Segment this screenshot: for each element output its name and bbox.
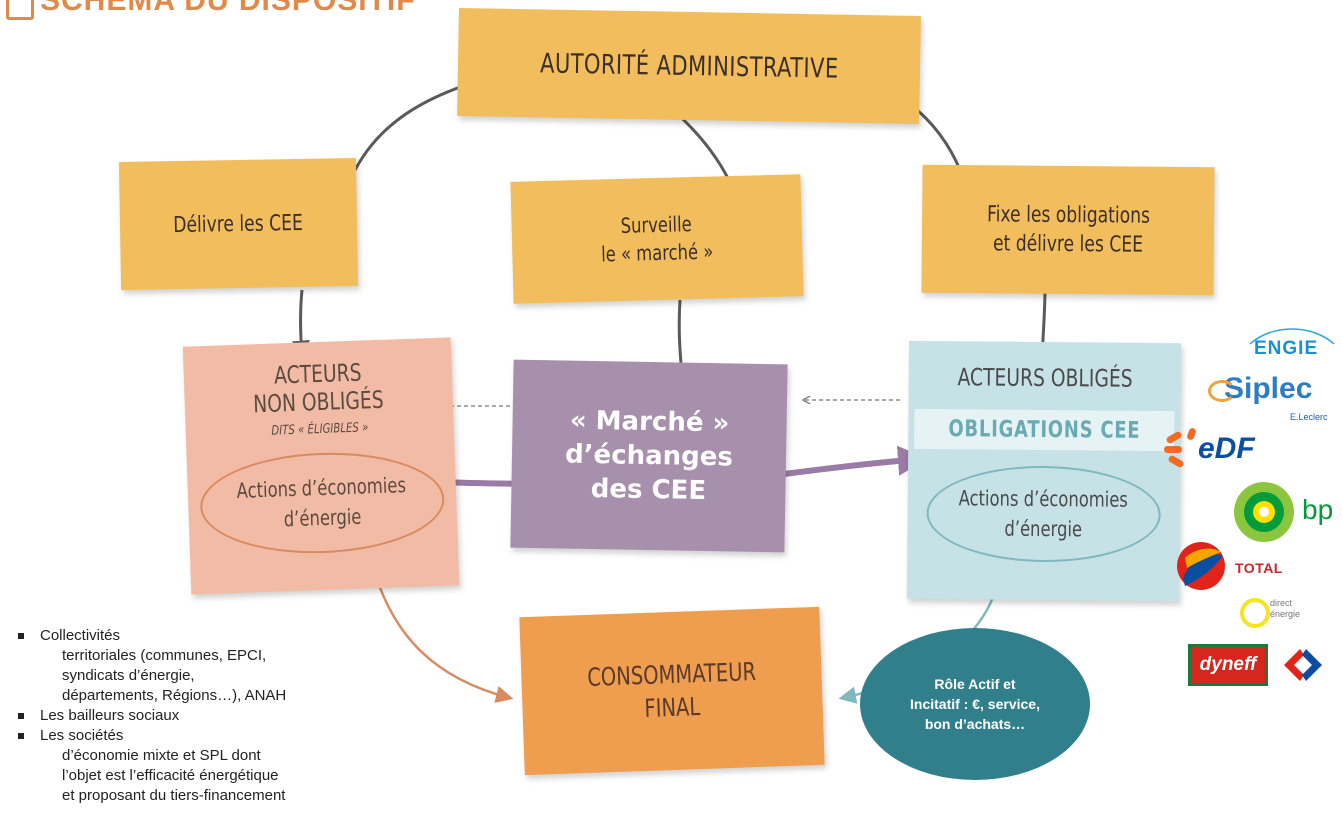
obligations-cee-band: OBLIGATIONS CEE — [914, 408, 1175, 452]
node-surveille-marche: Surveille le « marché » — [510, 174, 804, 304]
siplec-swirl-icon — [1208, 380, 1236, 402]
obliges-title: ACTEURS OBLIGÉS — [957, 363, 1133, 393]
actions-left-line2: d’énergie — [283, 504, 363, 532]
siplec-text: Siplec — [1224, 372, 1313, 405]
role-actif-bubble: Rôle Actif et Incitatif : €, service, bo… — [860, 628, 1090, 780]
non-obliges-line3: DITS « ÉLIGIBLES » — [271, 420, 369, 439]
node-acteurs-non-obliges: ACTEURS NON OBLIGÉS DITS « ÉLIGIBLES » A… — [182, 337, 460, 595]
node-marche-echanges: « Marché » d’échanges des CEE — [510, 359, 788, 553]
engie-swoosh-icon — [1249, 328, 1335, 345]
direct-energie-line2: énergie — [1270, 609, 1301, 619]
fixe-line2: et délivre les CEE — [992, 231, 1143, 258]
marche-line2: d’échanges — [564, 439, 734, 473]
surveille-line1: Surveille — [620, 212, 693, 238]
non-obliges-line2: NON OBLIGÉS — [253, 385, 385, 419]
node-acteurs-obliges: ACTEURS OBLIGÉS OBLIGATIONS CEE Actions … — [906, 340, 1182, 602]
carrefour-icon — [1284, 649, 1322, 681]
dyneff-text: dyneff — [1199, 654, 1257, 675]
edf-text: eDF — [1198, 432, 1255, 465]
actions-right-line2: d’énergie — [1004, 516, 1083, 542]
list-item-detail: d’économie mixte et SPL dont — [62, 747, 261, 764]
role-line1: Rôle Actif et — [934, 676, 1016, 692]
role-line3: bon d’achats… — [924, 716, 1026, 732]
eligible-actors-list: Collectivités territoriales (communes, E… — [18, 626, 286, 806]
list-item-detail: territoriales (communes, EPCI, — [62, 647, 267, 664]
edf-sun-icon — [1164, 427, 1204, 474]
surveille-line2: le « marché » — [601, 239, 714, 267]
list-item-title: Collectivités — [40, 627, 121, 644]
consommateur-line1: CONSOMMATEUR — [586, 657, 757, 692]
non-obliges-line1: ACTEURS — [273, 358, 362, 390]
fixe-line1: Fixe les obligations — [986, 202, 1150, 229]
list-item-detail: l’objet est l’efficacité énergétique — [62, 767, 279, 784]
direct-energie-ring-icon — [1240, 598, 1270, 628]
actions-right-line1: Actions d’économies — [959, 486, 1129, 512]
bp-helios-icon — [1234, 482, 1294, 542]
siplec-logo: Siplec E.Leclerc — [1202, 370, 1342, 432]
marche-line3: des CEE — [590, 473, 707, 506]
bp-logo: bp — [1232, 480, 1342, 544]
autorite-label: AUTORITÉ ADMINISTRATIVE — [539, 47, 839, 85]
actions-ellipse-left: Actions d’économies d’énergie — [198, 448, 446, 558]
total-globe-icon — [1177, 542, 1225, 590]
role-line2: Incitatif : €, service, — [910, 696, 1040, 712]
dyneff-logo: dyneff — [1188, 644, 1268, 686]
node-fixe-obligations: Fixe les obligations et délivre les CEE — [921, 164, 1215, 296]
document-icon — [6, 0, 34, 20]
node-consommateur-final: CONSOMMATEUR FINAL — [519, 606, 825, 776]
actions-ellipse-right: Actions d’économies d’énergie — [926, 464, 1162, 564]
direct-energie-logo: direct énergie — [1240, 594, 1320, 634]
list-item-title: Les bailleurs sociaux — [40, 707, 180, 724]
header-title-area: SCHÉMA DU DISPOSITIF — [0, 0, 420, 20]
delivre-label: Délivre les CEE — [173, 210, 304, 238]
list-item-title: Les sociétés — [40, 727, 124, 744]
list-item: Collectivités — [18, 626, 286, 646]
arrow-marche-to-obliges — [783, 445, 928, 477]
node-autorite-administrative: AUTORITÉ ADMINISTRATIVE — [457, 7, 921, 125]
siplec-sub: E.Leclerc — [1290, 412, 1328, 422]
edf-logo: eDF — [1164, 427, 1264, 474]
marche-line1: « Marché » — [569, 405, 730, 439]
engie-logo: ENGIE — [1232, 324, 1342, 364]
list-item: Les bailleurs sociaux — [18, 706, 286, 726]
consommateur-line2: FINAL — [644, 692, 701, 723]
direct-energie-line1: direct — [1270, 598, 1293, 608]
carrefour-logo — [1280, 645, 1326, 685]
total-logo: TOTAL — [1175, 538, 1315, 594]
node-delivre-cee: Délivre les CEE — [118, 157, 359, 291]
total-text: TOTAL — [1235, 560, 1283, 576]
header-title: SCHÉMA DU DISPOSITIF — [40, 0, 416, 17]
list-item-detail: et proposant du tiers-financement — [62, 787, 286, 804]
list-item-detail: départements, Régions…), ANAH — [62, 687, 287, 704]
obligations-cee-label: OBLIGATIONS CEE — [948, 416, 1141, 444]
actions-left-line1: Actions d’économies — [236, 473, 407, 503]
list-item: Les sociétés — [18, 726, 286, 746]
list-item-detail: syndicats d’énergie, — [62, 667, 195, 684]
engie-text: ENGIE — [1254, 338, 1319, 359]
bp-text: bp — [1302, 494, 1334, 525]
